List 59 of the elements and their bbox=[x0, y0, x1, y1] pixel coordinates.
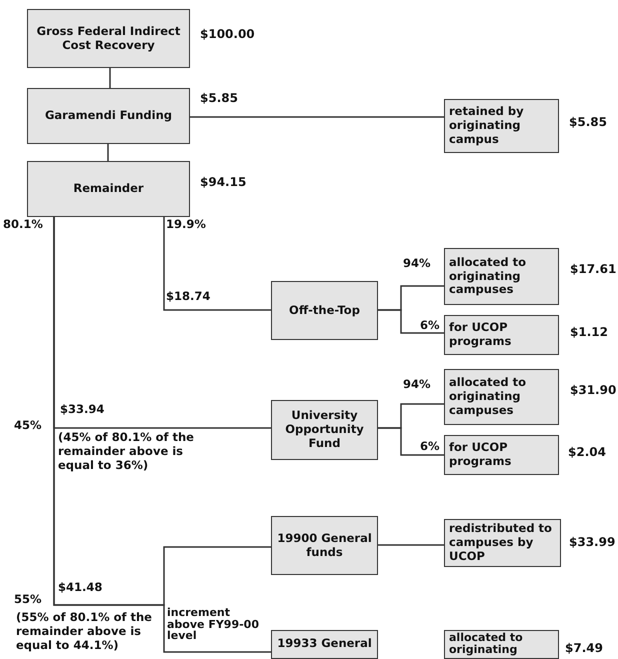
box-label: Off-the-Top bbox=[289, 304, 360, 318]
amount-label: $94.15 bbox=[200, 175, 246, 189]
annotation-text: 45% bbox=[14, 419, 42, 433]
box-label: for UCOP programs bbox=[449, 321, 512, 349]
process-box bbox=[27, 161, 190, 217]
amount-label: $5.85 bbox=[200, 91, 238, 105]
annotation-text: 94% bbox=[403, 257, 431, 271]
connector-line bbox=[378, 544, 444, 546]
box-label: Garamendi Funding bbox=[44, 109, 172, 123]
process-box bbox=[444, 519, 561, 567]
amount-label: $7.49 bbox=[565, 641, 603, 655]
amount-label: $31.90 bbox=[570, 383, 616, 397]
amount-label: $1.12 bbox=[570, 325, 608, 339]
annotation-text: (45% of 80.1% of the remainder above is equal to 36%) bbox=[58, 431, 195, 472]
amount-label: $17.61 bbox=[570, 262, 616, 276]
box-label: Gross Federal Indirect Cost Recovery bbox=[36, 24, 182, 52]
process-box bbox=[271, 516, 378, 575]
connector-line bbox=[107, 144, 109, 161]
connector-line bbox=[109, 68, 111, 88]
box-label: 19933 General bbox=[277, 637, 372, 651]
box-label: allocated to originating campuses bbox=[449, 376, 528, 418]
annotation-text: (55% of 80.1% of the remainder above is equal to 44.1%) bbox=[16, 611, 153, 652]
amount-label: $100.00 bbox=[200, 27, 255, 41]
process-box bbox=[444, 369, 559, 425]
process-box bbox=[27, 88, 190, 144]
annotation-text: 6% bbox=[420, 440, 440, 454]
connector-line bbox=[190, 116, 444, 118]
process-box bbox=[444, 315, 559, 355]
process-box bbox=[271, 281, 378, 340]
box-label: allocated to originating campuses bbox=[449, 256, 528, 298]
amount-label: $2.04 bbox=[568, 445, 606, 459]
box-label: University Opportunity Fund bbox=[284, 409, 365, 451]
annotation-text: increment above FY99-00 level bbox=[167, 607, 260, 642]
box-label: 19900 General funds bbox=[276, 532, 373, 560]
box-label: redistributed to campuses by UCOP bbox=[449, 522, 553, 564]
connector-line bbox=[378, 309, 444, 334]
annotation-text: $41.48 bbox=[58, 581, 102, 595]
amount-label: $33.99 bbox=[569, 535, 616, 549]
annotation-text: 55% bbox=[14, 593, 42, 607]
box-label: for UCOP programs bbox=[449, 441, 512, 469]
amount-label: $5.85 bbox=[569, 115, 607, 129]
process-box bbox=[271, 400, 378, 460]
connector-line bbox=[378, 427, 444, 456]
annotation-text: 80.1% bbox=[3, 218, 43, 232]
box-label: allocated to originating bbox=[449, 632, 524, 656]
annotation-text: $33.94 bbox=[60, 403, 104, 417]
box-label: retained by originating campus bbox=[449, 105, 525, 147]
process-box bbox=[444, 630, 559, 659]
annotation-text: 6% bbox=[420, 319, 440, 333]
connector-line bbox=[163, 217, 271, 311]
process-box bbox=[444, 435, 559, 475]
annotation-text: $18.74 bbox=[166, 290, 210, 304]
process-box bbox=[271, 630, 378, 659]
process-box bbox=[444, 248, 559, 305]
annotation-text: 19.9% bbox=[166, 218, 206, 232]
process-box bbox=[444, 99, 559, 153]
annotation-text: 94% bbox=[403, 378, 431, 392]
process-box bbox=[27, 9, 190, 68]
box-label: Remainder bbox=[73, 182, 144, 196]
